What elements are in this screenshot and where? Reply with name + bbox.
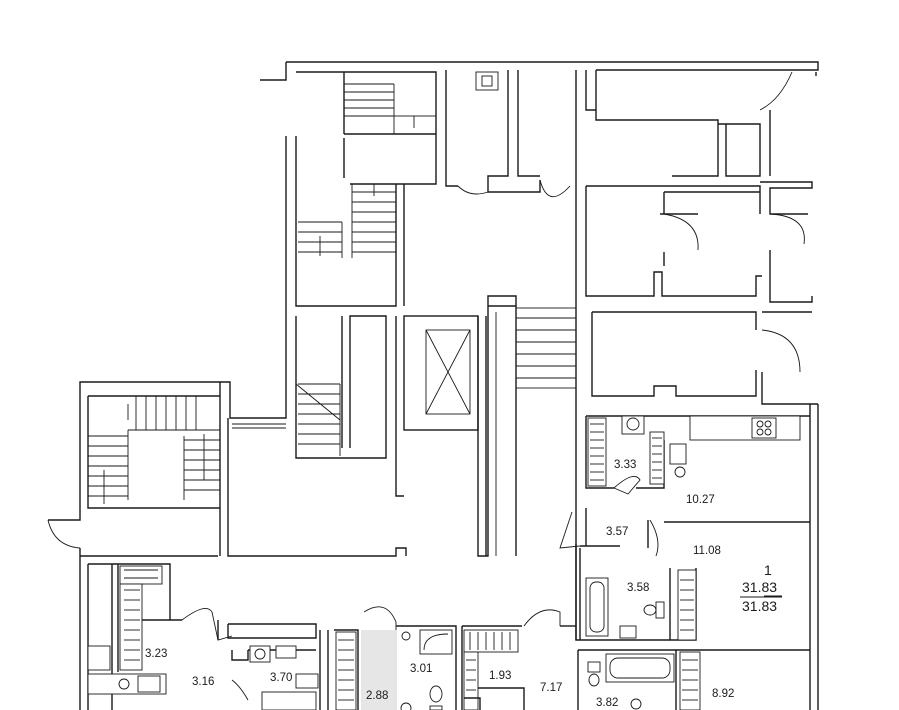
room-labels: 3.33 10.27 3.57 11.08 3.58 3.23 3.16 3.7… [145, 459, 734, 709]
room-area-label: 7.17 [540, 682, 562, 694]
apartment-summary: 1 31.83 31.83 [740, 562, 782, 614]
middle-staircase [232, 315, 387, 459]
shaded-zone [361, 630, 397, 710]
exterior-walls [48, 61, 819, 710]
west-staircase [47, 395, 220, 549]
room-area-label: 8.92 [712, 688, 734, 700]
storage-rooms-east [591, 311, 818, 405]
apartment-south-east [577, 649, 810, 710]
apartment-living-area: 31.83 [742, 598, 777, 614]
room-area-label: 2.88 [366, 690, 388, 702]
room-area-label: 1.93 [489, 670, 511, 682]
stair-flight-east [515, 186, 577, 640]
room-area-label: 3.58 [627, 582, 649, 594]
elevator-shafts [395, 295, 517, 557]
apartment-total-area: 31.83 [742, 579, 777, 595]
room-area-label: 3.82 [596, 697, 618, 709]
room-area-label: 3.33 [614, 459, 636, 471]
apartments-south-west [87, 563, 576, 710]
apartment-1 [559, 415, 810, 641]
room-area-label: 11.08 [693, 545, 721, 557]
room-area-label: 3.16 [192, 676, 214, 688]
upper-service-rooms [445, 70, 817, 303]
room-area-label: 3.70 [270, 672, 292, 684]
room-area-label: 10.27 [686, 494, 715, 506]
room-area-label: 3.57 [606, 526, 628, 538]
room-area-label: 3.01 [410, 663, 432, 675]
upper-staircase [295, 71, 437, 307]
apartment-number: 1 [764, 562, 772, 578]
room-area-label: 3.23 [145, 648, 167, 660]
